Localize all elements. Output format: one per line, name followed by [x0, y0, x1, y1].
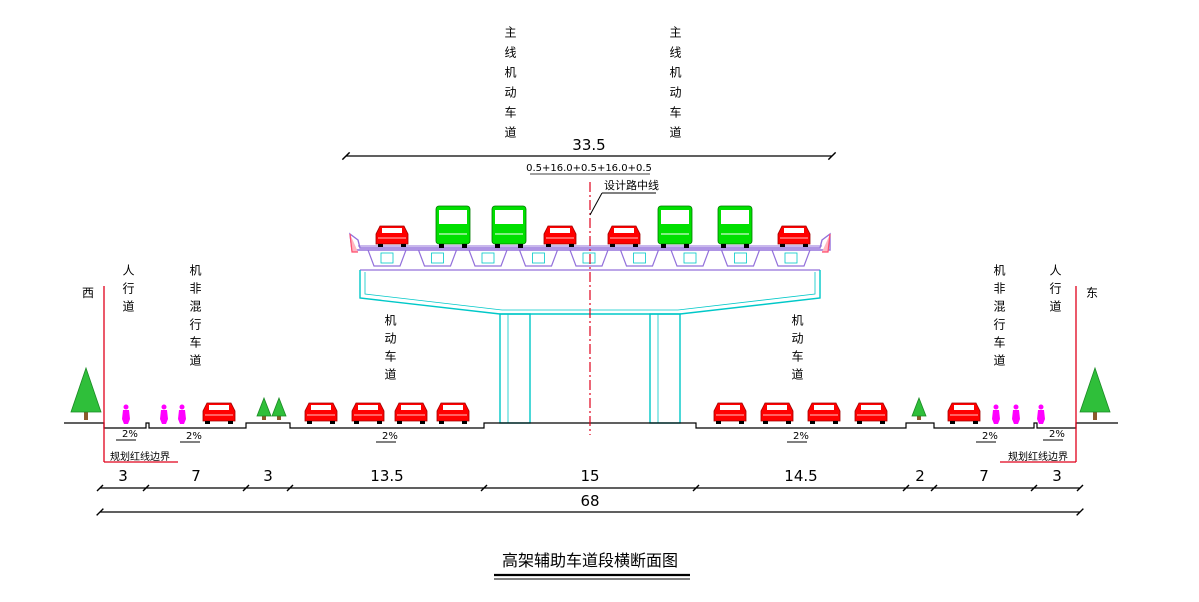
car-icon	[607, 225, 641, 247]
segment-width-label: 3	[1052, 467, 1062, 485]
bus-icon	[657, 205, 693, 248]
car-icon	[351, 402, 385, 424]
car-icon	[304, 402, 338, 424]
segment-width-label: 2	[915, 467, 925, 485]
label-red-line-left: 规划红线边界	[110, 450, 170, 463]
label-motor-right: 机动车道	[790, 314, 804, 386]
label-nonmotor-right: 机非混行车道	[992, 264, 1006, 372]
bridge-deck	[349, 232, 831, 251]
car-icon	[807, 402, 841, 424]
girder-cell	[518, 249, 559, 267]
drawing-title-block: 高架辅助车道段横断面图	[494, 551, 690, 580]
car-icon	[854, 402, 888, 424]
slope-motor-right: 2%	[793, 431, 809, 442]
total-width: 68	[580, 492, 599, 510]
label-east: 东	[1086, 286, 1098, 300]
car-icon	[375, 225, 409, 247]
bus-icon	[435, 205, 471, 248]
car-icon	[713, 402, 747, 424]
girder-cell	[619, 249, 660, 267]
car-icon	[436, 402, 470, 424]
pier-right	[649, 313, 681, 424]
car-icon	[543, 225, 577, 247]
label-motor-left: 机动车道	[383, 314, 397, 386]
girder-cell	[670, 249, 710, 267]
slope-sidewalk-left: 2%	[122, 429, 138, 440]
slope-sidewalk-right: 2%	[1049, 429, 1065, 440]
tree-icon	[911, 396, 927, 420]
segment-width-label: 3	[118, 467, 128, 485]
girder-cell	[468, 249, 508, 267]
red-line-boundaries	[103, 286, 1077, 463]
pedestrian-icon	[160, 404, 168, 424]
segment-dimensions: 3 7 3 13.5 15 14.5 2 7 3	[96, 467, 1084, 492]
girder-cell	[417, 249, 458, 267]
car-icon	[947, 402, 981, 424]
pedestrian-icon	[178, 404, 186, 424]
pier-left	[499, 313, 531, 424]
segment-width-label: 3	[263, 467, 273, 485]
girder-cells	[367, 249, 811, 267]
segment-width-label: 14.5	[784, 467, 817, 485]
segment-width-label: 7	[979, 467, 989, 485]
girder-cell	[569, 249, 609, 267]
pedestrians	[122, 404, 1045, 424]
slope-nonmotor-right: 2%	[982, 431, 998, 442]
car-icon	[777, 225, 811, 247]
label-main-lane-right: 主线机动车道	[668, 26, 682, 146]
pedestrian-icon	[122, 404, 130, 424]
tree-icon	[70, 366, 102, 420]
label-west: 西	[82, 286, 94, 300]
car-icon	[394, 402, 428, 424]
car-icon	[202, 402, 236, 424]
label-red-line-right: 规划红线边界	[1008, 450, 1068, 463]
tree-icon	[256, 396, 272, 420]
segment-width-label: 13.5	[370, 467, 403, 485]
segment-width-label: 7	[191, 467, 201, 485]
slope-motor-left: 2%	[382, 431, 398, 442]
slope-markers: 2% 2% 2% 2% 2% 2%	[116, 429, 1065, 443]
upper-total-width: 33.5	[572, 136, 605, 154]
bus-icon	[717, 205, 753, 248]
upper-detail-width: 0.5+16.0+0.5+16.0+0.5	[526, 163, 652, 174]
label-main-lane-left: 主线机动车道	[503, 26, 517, 146]
segment-width-label: 15	[580, 467, 599, 485]
slope-nonmotor-left: 2%	[186, 431, 202, 442]
label-sidewalk-left: 人行道	[121, 264, 135, 318]
pedestrian-icon	[1012, 404, 1020, 424]
pedestrian-icon	[1037, 404, 1045, 424]
trees	[70, 366, 1111, 420]
label-nonmotor-left: 机非混行车道	[188, 264, 202, 372]
upper-dimension: 33.5 0.5+16.0+0.5+16.0+0.5	[341, 136, 837, 175]
tree-icon	[1079, 366, 1111, 420]
girder-cell	[720, 249, 761, 267]
pedestrian-icon	[992, 404, 1000, 424]
label-centerline: 设计路中线	[604, 178, 659, 192]
girder-cell	[367, 249, 407, 267]
label-sidewalk-right: 人行道	[1048, 264, 1062, 318]
ground-profile	[64, 422, 1118, 429]
girder-cell	[771, 249, 811, 267]
vehicles	[202, 205, 981, 424]
car-icon	[760, 402, 794, 424]
tree-icon	[271, 396, 287, 420]
total-dimension: 68	[96, 492, 1084, 516]
drawing-title: 高架辅助车道段横断面图	[502, 551, 678, 570]
bus-icon	[491, 205, 527, 248]
